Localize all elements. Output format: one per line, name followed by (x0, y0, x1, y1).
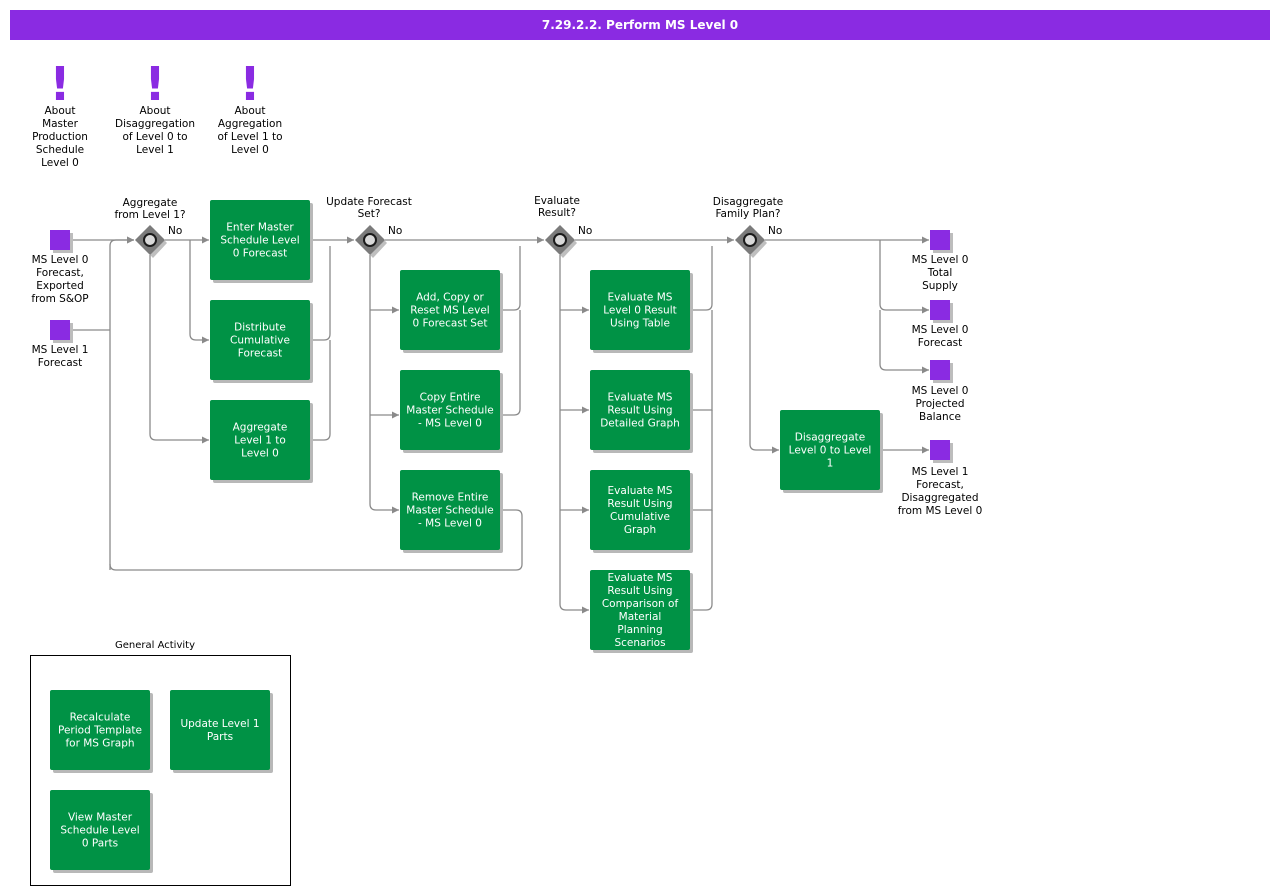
exclamation-icon: ! (240, 57, 261, 111)
connectors-layer (70, 236, 929, 614)
connector (500, 310, 521, 416)
connector (109, 509, 523, 571)
connector (500, 246, 521, 311)
gateway-no-label: No (168, 225, 182, 237)
connector (559, 255, 589, 614)
connector (879, 240, 929, 314)
connector (310, 246, 331, 341)
connector (879, 310, 929, 374)
page-title: 7.29.2.2. Perform MS Level 0 (10, 10, 1270, 40)
connector (369, 255, 399, 514)
exclamation-icon: ! (50, 57, 71, 111)
gateway-no-label: No (578, 225, 592, 237)
general-activity-title: General Activity (115, 640, 195, 651)
gateway-no-label: No (768, 225, 782, 237)
connector (189, 240, 209, 344)
connector (149, 255, 209, 444)
general-activity-box (30, 655, 291, 886)
connector (690, 410, 713, 511)
exclamation-icon: ! (145, 57, 166, 111)
connector (749, 255, 779, 454)
gateway-no-label: No (388, 225, 402, 237)
connector (690, 510, 713, 611)
connector (310, 340, 331, 441)
connector (690, 246, 713, 311)
connector (109, 236, 134, 570)
connector (690, 310, 713, 411)
